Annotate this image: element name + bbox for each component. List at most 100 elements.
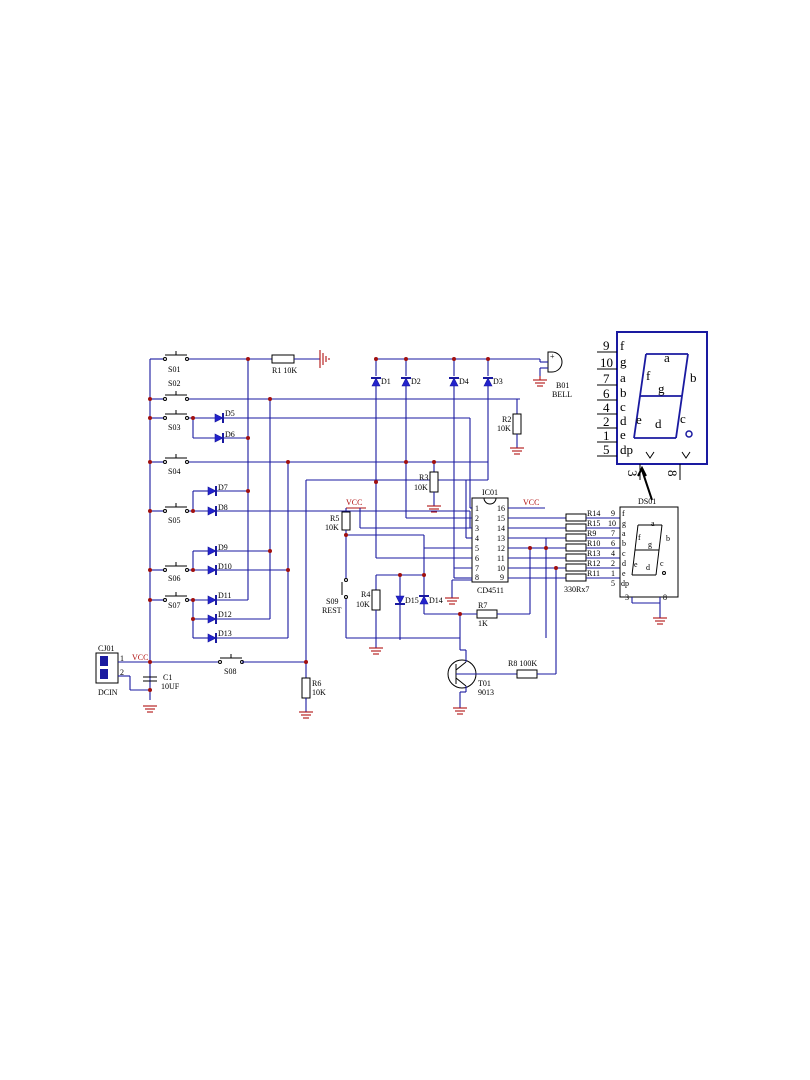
ds-seg-a: a <box>651 519 655 528</box>
switch-s01-label: S01 <box>168 365 180 374</box>
switch-s06-label: S06 <box>168 574 180 583</box>
ground-icon <box>369 647 383 655</box>
ic-pin-10: 10 <box>497 564 505 573</box>
switch-s05-label: S05 <box>168 516 180 525</box>
big-name-dp: dp <box>620 442 633 457</box>
switch-s04: S04 <box>163 454 189 476</box>
ground-icon <box>510 447 524 455</box>
resistor-array-r15: R15 <box>587 519 600 528</box>
diode-d15: D15 <box>395 575 419 640</box>
connector-pin-1: 1 <box>120 654 124 663</box>
ic-pin-6: 6 <box>475 554 479 563</box>
capacitor-c1: C1 10UF <box>143 673 180 691</box>
resistor-r3-label: R3 <box>419 473 428 482</box>
bell-b01: + B01 BELL <box>539 351 572 399</box>
resistor-r5: R5 10K <box>325 511 351 578</box>
junction-dots <box>148 357 558 692</box>
diode-d11-label: D11 <box>218 591 231 600</box>
resistor-r4-label: R4 <box>361 590 370 599</box>
ds-pin-4: 4 <box>611 549 615 558</box>
ic-pin-8: 8 <box>475 573 479 582</box>
switch-s06: S06 <box>163 562 189 583</box>
diode-d8: D8 <box>207 503 470 516</box>
resistor-array-value: 330Rx7 <box>564 585 589 594</box>
resistor-r7: R7 1K <box>460 548 531 628</box>
ds-pin-7: 7 <box>611 529 615 538</box>
connector-cj01: CJ01 DCIN 1 2 <box>95 644 150 697</box>
ds-pin-1: 1 <box>611 569 615 578</box>
switch-s03-label: S03 <box>168 423 180 432</box>
ic-pin-4: 4 <box>475 534 479 543</box>
resistor-r5-label: R5 <box>330 514 339 523</box>
connector-pin-2: 2 <box>120 668 124 677</box>
resistor-array-r9: R9 <box>587 529 596 538</box>
ic-pin-16: 16 <box>497 504 505 513</box>
switch-s02-label: S02 <box>168 379 180 388</box>
resistor-r4: R4 10K <box>356 575 381 648</box>
resistor-r7-value: 1K <box>478 619 488 628</box>
diode-d9: D9 <box>207 543 270 556</box>
bell-name-label: BELL <box>552 390 572 399</box>
resistor-r1: R1 10K <box>271 354 320 375</box>
diode-d7: D7 <box>207 483 248 496</box>
ds-seg-g: g <box>648 540 652 549</box>
switch-rows <box>150 358 520 639</box>
resistor-r4-value: 10K <box>356 600 370 609</box>
big-seg-d: d <box>655 416 662 431</box>
big-pin-2: 2 <box>603 414 610 429</box>
ic-pin-2: 2 <box>475 514 479 523</box>
switch-s09: S09 REST <box>322 578 460 639</box>
vcc-label-r5: VCC <box>346 498 362 507</box>
ds-seg-c: c <box>660 559 664 568</box>
ic-cd4511: IC01 CD4511 1 2 3 4 5 6 7 8 16 15 14 13 … <box>471 488 509 595</box>
bell-ref-label: B01 <box>556 381 569 390</box>
switch-s09-label: S09 <box>326 597 338 606</box>
big-bottom-pin-3: 3 <box>625 470 640 477</box>
diode-d4: D4 <box>449 377 470 579</box>
transistor-t01: T01 9013 <box>447 614 494 708</box>
ds-pin-10: 10 <box>608 519 616 528</box>
ds-pin-2: 2 <box>611 559 615 568</box>
switch-s07: S07 <box>163 592 189 610</box>
diode-d10: D10 <box>207 562 288 575</box>
ic-left-wires <box>360 418 489 598</box>
transistor-val-label: 9013 <box>478 688 494 697</box>
diode-d5-label: D5 <box>225 409 235 418</box>
ground-icon <box>653 617 667 625</box>
switch-s08-label: S08 <box>224 667 236 676</box>
resistor-r7-label: R7 <box>478 601 487 610</box>
ic-pin-14: 14 <box>497 524 505 533</box>
diode-d9-label: D9 <box>218 543 228 552</box>
ds-seg-d: d <box>646 563 650 572</box>
diode-d10-label: D10 <box>218 562 232 571</box>
ic-pin-3: 3 <box>475 524 479 533</box>
big-pin-7: 7 <box>603 371 610 386</box>
resistor-r6-value: 10K <box>312 688 326 697</box>
diode-d1-label: D1 <box>381 377 391 386</box>
resistor-r3-value: 10K <box>414 483 428 492</box>
big-name-f: f <box>620 338 625 353</box>
resistor-r6-label: R6 <box>312 679 321 688</box>
top-diode-row <box>375 358 541 376</box>
diode-d12-label: D12 <box>218 610 232 619</box>
big-seg-f: f <box>646 368 651 383</box>
diode-d1: D1 <box>371 377 391 558</box>
diode-d3-label: D3 <box>493 377 503 386</box>
diode-d14-label: D14 <box>429 596 443 605</box>
resistor-array-r11: R11 <box>587 569 600 578</box>
vcc-label-ic: VCC <box>523 498 539 507</box>
ds-bottom-pin-3: 3 <box>625 593 629 602</box>
ic-pin-15: 15 <box>497 514 505 523</box>
capacitor-ref-label: C1 <box>163 673 172 682</box>
ic-name-label: CD4511 <box>477 586 504 595</box>
ic-pin-9: 9 <box>500 573 504 582</box>
ground-icon <box>445 597 459 605</box>
diode-d13-label: D13 <box>218 629 232 638</box>
ds-name-f: f <box>622 509 625 518</box>
big-name-a: a <box>620 370 626 385</box>
vcc-label-input: VCC <box>132 653 148 662</box>
resistor-r3: R3 10K <box>414 462 439 506</box>
resistor-r8: R8 100K <box>476 568 557 679</box>
big-seg-g: g <box>658 381 665 396</box>
ic-pin-12: 12 <box>497 544 505 553</box>
